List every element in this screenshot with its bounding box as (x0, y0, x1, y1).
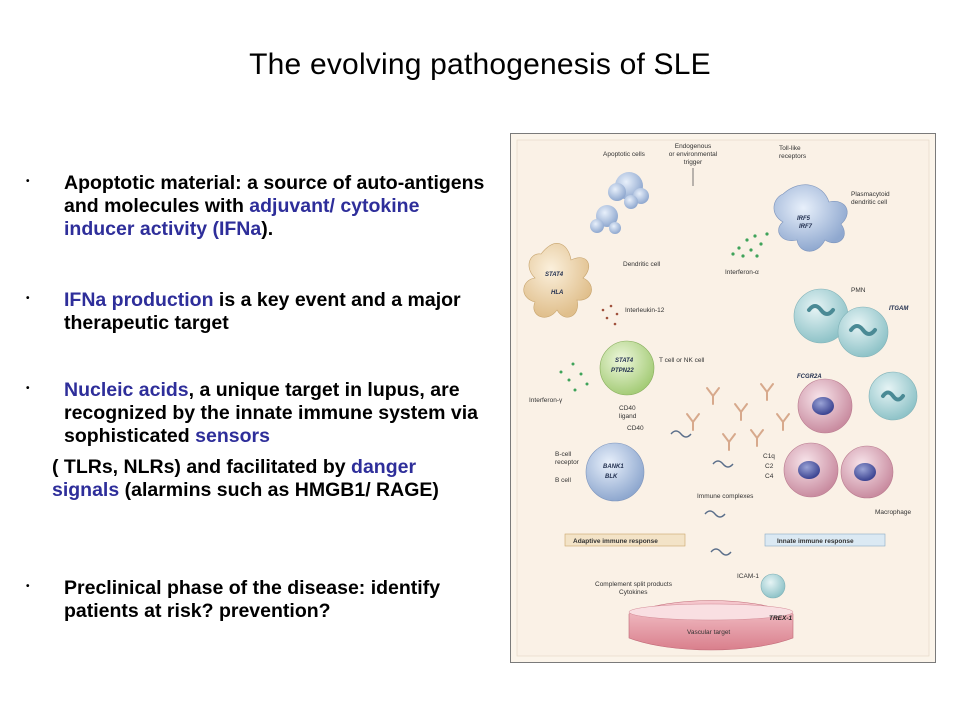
vascular-target (628, 600, 794, 651)
interferon-alpha-dots (731, 232, 769, 258)
label-macrophage: Macrophage (875, 509, 912, 516)
label-complement-split: Complement split products (595, 581, 673, 588)
label-cytokines: Cytokines (619, 589, 648, 596)
label-trigger: or environmental (669, 151, 718, 158)
bullet-marker: • (26, 293, 30, 304)
label-pmn: PMN (851, 287, 866, 294)
bullet-marker: • (26, 581, 30, 592)
label-plasmacytoid: Plasmacytoid (851, 191, 890, 198)
label-innate: Innate immune response (777, 538, 854, 545)
bullet-text: , a unique target in lupus, are recogniz… (64, 379, 478, 447)
label-b-cell-receptor: receptor (555, 459, 580, 466)
adaptive-response-box: Adaptive immune response (564, 533, 686, 547)
bullet-text: (alarmins such as HMGB1/ RAGE) (119, 479, 439, 501)
gene-blk: BLK (605, 474, 618, 480)
interferon-gamma-dots (559, 362, 589, 392)
label-t-cell: T cell or NK cell (659, 357, 705, 364)
label-trex-1: TREX-1 (769, 615, 793, 622)
bullet-text: ). (261, 218, 274, 240)
plasmacytoid-dendritic-cell: IRF5 IRF7 (773, 184, 848, 252)
gene-ptpn22: PTPN22 (611, 368, 634, 374)
slide-title: The evolving pathogenesis of SLE (249, 48, 711, 81)
interleukin-12-dots (601, 304, 619, 326)
bullet-highlight: IFNa production (64, 289, 214, 311)
label-adaptive: Adaptive immune response (573, 538, 658, 545)
bullet-nucleic-acids: • Nucleic acids, a unique target in lupu… (26, 379, 486, 502)
label-cd40: CD40 (627, 425, 644, 432)
bullet-apoptotic-material: • Apoptotic material: a source of auto-a… (26, 172, 486, 241)
antibodies (686, 383, 790, 451)
pathogenesis-figure: Apoptotic cells Endogenous or environmen… (510, 133, 936, 663)
gene-fcgr2a: FCGR2A (797, 374, 822, 380)
label-cd40-ligand: CD40 (619, 405, 636, 412)
gene-bank1: BANK1 (603, 464, 624, 470)
label-plasmacytoid: dendritic cell (851, 199, 888, 206)
gene-irf7: IRF7 (799, 224, 813, 230)
label-b-cell: B cell (555, 477, 571, 484)
bullet-text: Apoptotic material: a source of auto-ant… (64, 172, 485, 217)
t-cell: STAT4 PTPN22 (599, 340, 655, 396)
b-cell: BANK1 BLK (585, 442, 645, 502)
bullet-marker: • (26, 176, 30, 187)
apoptotic-cells (590, 172, 649, 234)
gene-hla: HLA (551, 290, 563, 296)
label-immune-complexes: Immune complexes (697, 493, 754, 500)
innate-response-box: Innate immune response (764, 533, 886, 547)
bullet-text: Preclinical phase of the disease: identi… (64, 577, 441, 622)
bullet-text: is a key event and a major therapeutic t… (64, 289, 461, 334)
bullet-text: ( TLRs, NLRs) and facilitated by (52, 456, 352, 478)
gene-stat4-dc: STAT4 (545, 272, 564, 278)
trex-1-cell (760, 573, 786, 599)
bullet-ifna-production: • IFNa production is a key event and a m… (26, 289, 486, 335)
label-toll-like-receptors: receptors (779, 153, 807, 160)
fcgr2a-cells (783, 378, 894, 499)
label-b-cell-receptor: B-cell (555, 451, 572, 458)
label-c2: C2 (765, 463, 774, 470)
label-interferon-alpha: Interferon-α (725, 269, 759, 276)
label-c4: C4 (765, 473, 774, 480)
gene-itgam: ITGAM (889, 306, 909, 312)
label-vascular-target: Vascular target (687, 629, 730, 636)
label-icam: ICAM-1 (737, 573, 759, 580)
label-trigger: Endogenous (675, 143, 712, 150)
bullet-highlight: sensors (195, 425, 270, 447)
label-toll-like-receptors: Toll-like (779, 145, 801, 152)
bullet-highlight: danger signals (52, 456, 417, 501)
gene-stat4-t: STAT4 (615, 358, 634, 364)
label-dendritic-cell: Dendritic cell (623, 261, 661, 268)
label-interleukin-12: Interleukin-12 (625, 307, 665, 314)
label-c1q: C1q (763, 453, 775, 460)
immune-complexes (670, 430, 734, 556)
pathogenesis-diagram: Apoptotic cells Endogenous or environmen… (516, 139, 930, 657)
bullet-highlight: Nucleic acids (64, 379, 189, 401)
pmn-cells (793, 288, 918, 421)
bullet-marker: • (26, 383, 30, 394)
label-interferon-gamma: Interferon-γ (529, 397, 563, 404)
bullet-preclinical-phase: • Preclinical phase of the disease: iden… (26, 577, 486, 623)
label-apoptotic-cells: Apoptotic cells (603, 151, 646, 158)
figure-panel (516, 139, 930, 657)
dendritic-cell: STAT4 HLA (523, 243, 592, 318)
label-cd40-ligand: ligand (619, 413, 637, 420)
gene-irf5: IRF5 (797, 216, 811, 222)
bullet-highlight: adjuvant/ cytokine inducer activity (IFN… (64, 195, 420, 240)
label-trigger: trigger (684, 159, 703, 166)
